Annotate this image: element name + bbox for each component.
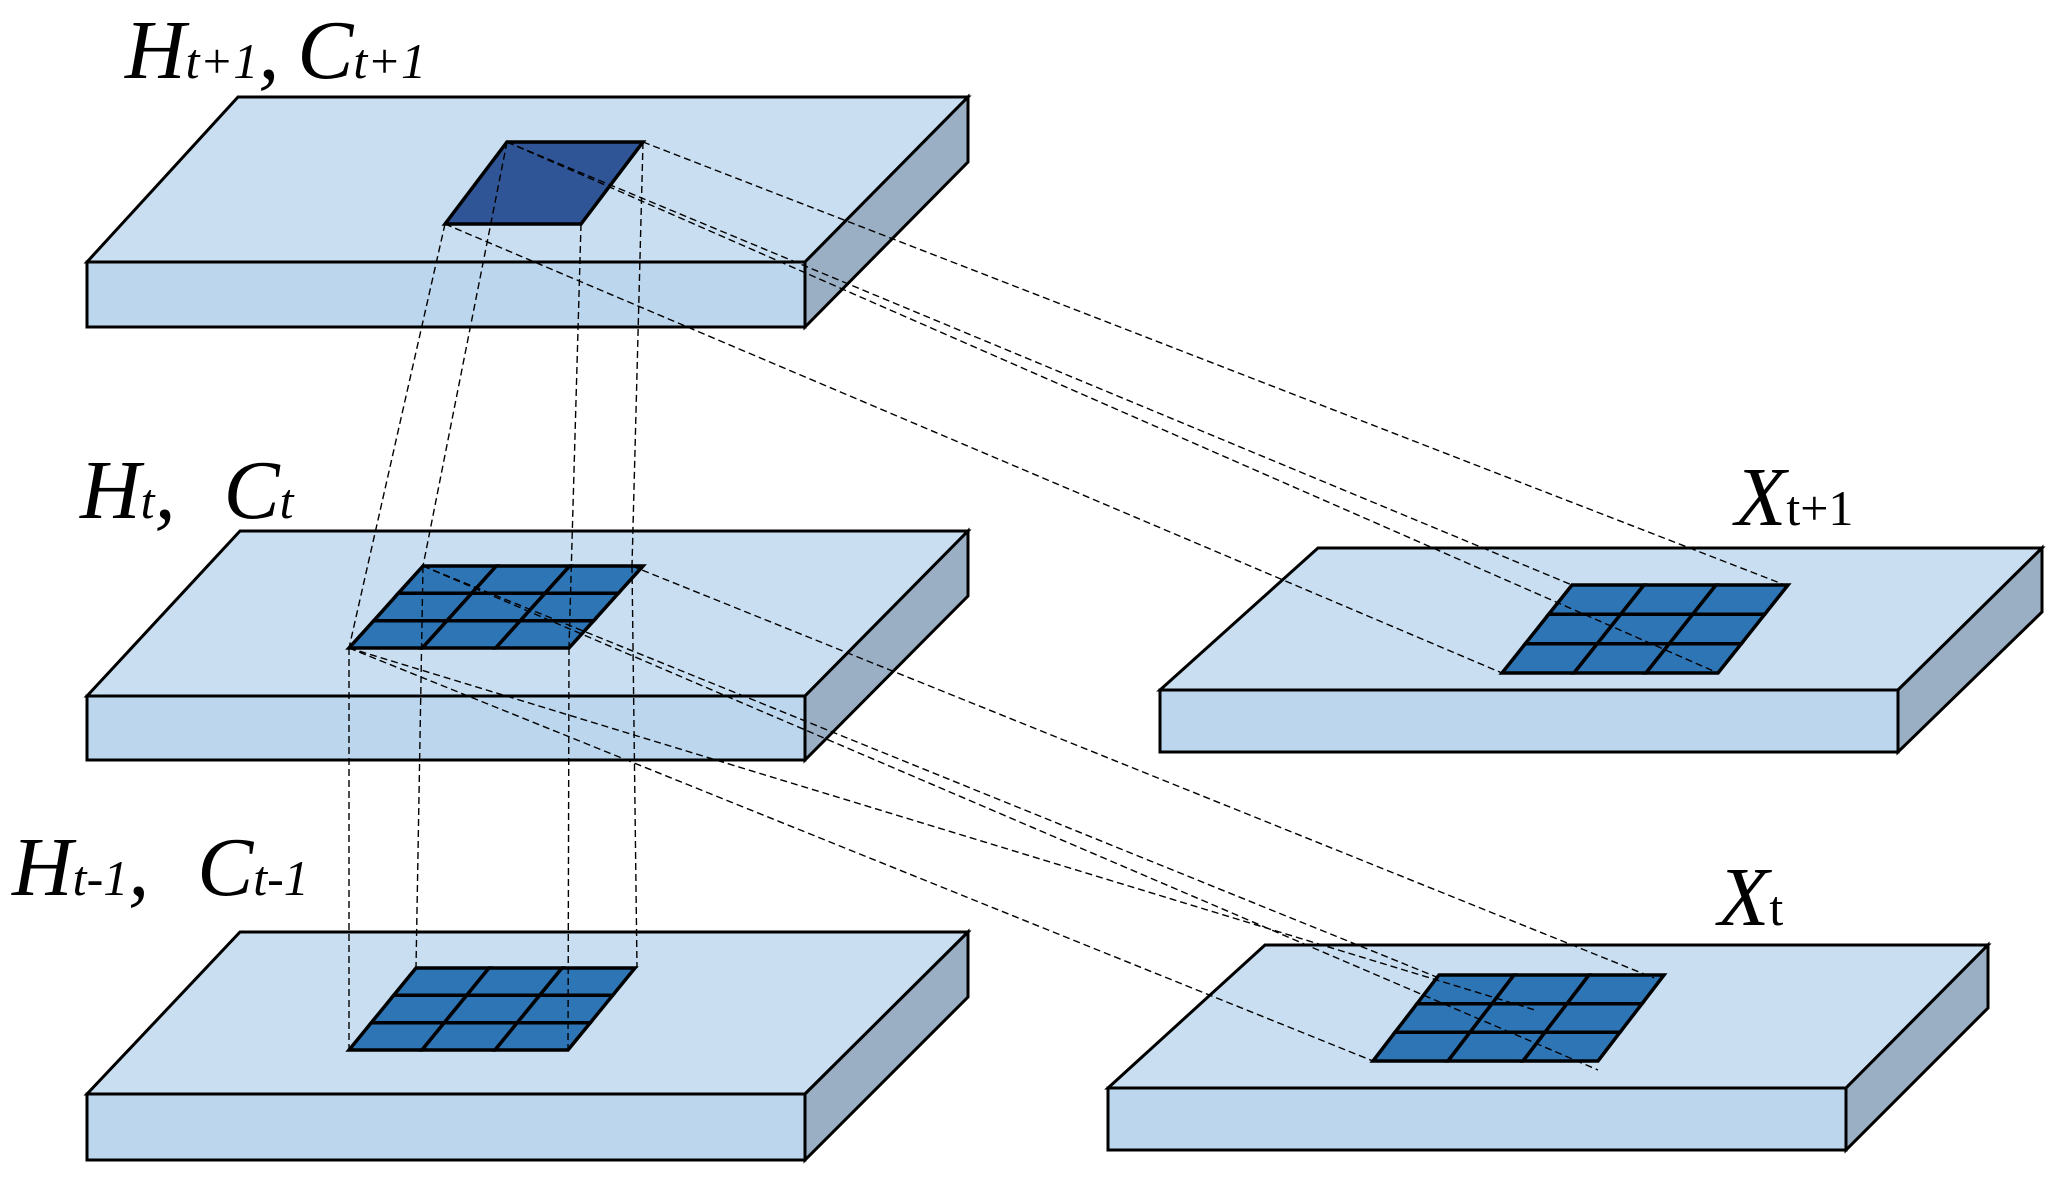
slab-h-curr-front: [85, 694, 807, 762]
label-x-next-main: X: [1732, 451, 1790, 544]
label-x-next-sub: t+1: [1786, 480, 1853, 536]
label-h-next: Ht+1,Ct+1: [124, 4, 426, 97]
connector-line: [415, 565, 424, 969]
label-h-next-main2: C: [297, 4, 354, 97]
connector-line: [422, 141, 508, 567]
label-h-curr-main2: C: [224, 444, 281, 537]
label-h-next-sub1: t+1: [186, 33, 259, 89]
connector-line: [567, 647, 570, 1051]
label-x-curr-sub: t: [1769, 880, 1783, 936]
slab-h-prev-front: [85, 1092, 807, 1162]
connector-line: [642, 141, 1786, 586]
slab-h-curr: [83, 527, 972, 764]
connector-line: [348, 647, 1536, 1011]
label-h-next-sub2: t+1: [353, 33, 426, 89]
grid-x-next: [1498, 583, 1792, 675]
slab-x-curr: [1104, 941, 1992, 1154]
label-h-curr-sub1: t: [141, 473, 156, 529]
grid-cell: [536, 966, 639, 998]
connector-line: [506, 141, 1719, 674]
connector-line: [506, 141, 1573, 586]
label-h-curr-main1: H: [79, 444, 145, 537]
slab-h-curr-side: [803, 527, 970, 764]
label-h-curr-sub2: t: [280, 473, 295, 529]
slab-h-prev: [83, 928, 972, 1164]
label-h-next-sep: ,: [258, 4, 279, 97]
grid-cell: [1563, 973, 1668, 1006]
label-x-curr: Xt: [1715, 851, 1783, 944]
connector-line: [631, 141, 644, 567]
connector-line: [422, 565, 1599, 1071]
grid-cell: [541, 564, 647, 596]
label-h-prev-main1: H: [11, 821, 77, 914]
slab-x-next-side: [1896, 544, 2044, 756]
connector-lines: [348, 141, 1786, 1071]
label-h-prev-sub2: t-1: [253, 850, 309, 906]
grid-cell: [1689, 583, 1792, 617]
label-h-prev: Ht-1, Ct-1: [11, 821, 309, 914]
label-h-curr: Ht, Ct: [79, 444, 295, 537]
connector-line: [631, 565, 1655, 979]
label-x-next: Xt+1: [1732, 451, 1853, 544]
label-h-prev-sub1: t-1: [73, 850, 129, 906]
grid-x-curr: [1369, 973, 1668, 1063]
label-h-next-main1: H: [124, 4, 190, 97]
connector-line: [631, 565, 638, 969]
label-h-prev-main2: C: [197, 821, 254, 914]
slab-x-next-front: [1158, 688, 1900, 754]
grid-h-prev: [345, 966, 639, 1052]
slab-h-next: [83, 93, 972, 331]
connector-line: [568, 223, 582, 649]
slab-x-curr-side: [1844, 941, 1990, 1154]
slab-x-next: [1156, 544, 2046, 756]
slab-h-prev-side: [803, 928, 970, 1164]
label-h-prev-sep: ,: [128, 821, 149, 914]
connector-line: [444, 223, 1503, 674]
label-h-curr-sep: ,: [155, 444, 176, 537]
label-x-curr-main: X: [1715, 851, 1773, 944]
connector-line: [348, 647, 1374, 1062]
connector-line: [348, 223, 446, 649]
slab-h-next-side: [803, 93, 970, 331]
slab-h-next-front: [85, 260, 807, 329]
connector-line: [422, 565, 1440, 979]
slab-x-curr-front: [1106, 1086, 1848, 1152]
